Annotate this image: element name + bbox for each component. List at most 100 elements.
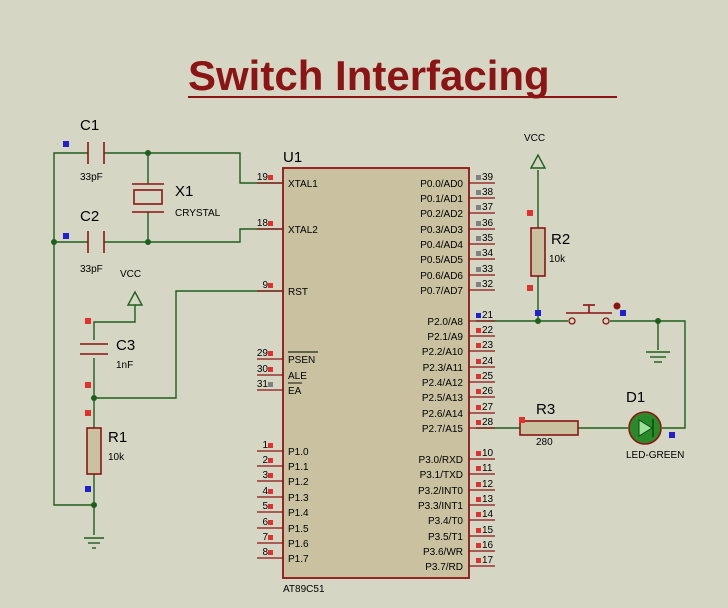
pin-number: 38 <box>482 187 494 198</box>
pin-number: 12 <box>482 479 494 490</box>
u1-pin-3[interactable]: 3P1.2 <box>257 470 309 488</box>
pin-label: P1.3 <box>288 493 309 504</box>
resistor-r1[interactable]: R1 10k <box>86 427 127 475</box>
u1-pin-8[interactable]: 8P1.7 <box>257 547 309 565</box>
pin-number: 31 <box>257 379 269 390</box>
pin-label: P3.4/T0 <box>428 516 463 527</box>
pin-number: 29 <box>257 348 269 359</box>
pin-label: P3.6/WR <box>423 547 463 558</box>
svg-text:D1: D1 <box>626 389 645 406</box>
svg-text:C3: C3 <box>116 337 135 354</box>
crystal-x1[interactable]: X1 CRYSTAL <box>132 183 221 219</box>
pin-label: P0.5/AD5 <box>420 255 463 266</box>
pin-number: 25 <box>482 371 494 382</box>
pin-number: 16 <box>482 540 494 551</box>
led-d1[interactable]: D1 LED-GREEN <box>626 389 684 461</box>
capacitor-c1[interactable]: C1 33pF <box>80 117 105 183</box>
pin-number: 27 <box>482 402 494 413</box>
pin-number: 10 <box>482 448 494 459</box>
pin-number: 33 <box>482 264 494 275</box>
pin-label: P2.4/A12 <box>422 378 464 389</box>
pin-label: RST <box>288 287 308 298</box>
u1-pin-2[interactable]: 2P1.1 <box>257 455 309 473</box>
pin-number: 32 <box>482 279 494 290</box>
svg-text:CRYSTAL: CRYSTAL <box>175 208 221 219</box>
pin-label: P0.6/AD6 <box>420 271 463 282</box>
pin-number: 2 <box>262 455 268 466</box>
resistor-r2[interactable]: R2 10k <box>530 227 570 277</box>
u1-pin-5[interactable]: 5P1.4 <box>257 501 309 519</box>
pin-label: EA <box>288 386 302 397</box>
page-title: Switch Interfacing <box>188 52 550 99</box>
microcontroller-u1[interactable]: U1 AT89C51 <box>282 149 470 595</box>
left-pins: 19XTAL118XTAL29RST29PSEN30ALE31EA1P1.02P… <box>257 172 318 565</box>
pin-number: 15 <box>482 525 494 536</box>
pin-number: 28 <box>482 417 494 428</box>
svg-text:R1: R1 <box>108 429 127 446</box>
pin-label: P3.3/INT1 <box>418 501 463 512</box>
pin-label: P0.1/AD1 <box>420 194 463 205</box>
pin-number: 30 <box>257 364 269 375</box>
u1-pin-7[interactable]: 7P1.6 <box>257 532 309 550</box>
capacitor-c3[interactable]: C3 1nF <box>80 337 135 371</box>
pin-label: P2.3/A11 <box>423 363 464 374</box>
pin-markers <box>63 141 675 492</box>
vcc-right: VCC <box>524 133 547 169</box>
pin-number: 7 <box>262 532 268 543</box>
pin-number: 36 <box>482 218 494 229</box>
svg-text:C1: C1 <box>80 117 99 134</box>
pin-label: P3.0/RXD <box>419 455 463 466</box>
pin-label: P3.2/INT0 <box>418 486 463 497</box>
svg-text:LED-GREEN: LED-GREEN <box>626 450 684 461</box>
pin-label: P1.0 <box>288 447 309 458</box>
u1-pin-6[interactable]: 6P1.5 <box>257 517 309 535</box>
resistor-r3[interactable]: R3 280 <box>519 401 579 448</box>
capacitor-c2[interactable]: C2 33pF <box>80 208 105 275</box>
ground-right <box>646 351 670 363</box>
pin-label: P0.7/AD7 <box>420 286 463 297</box>
pin-label: P2.7/A15 <box>422 424 464 435</box>
u1-pin-4[interactable]: 4P1.3 <box>257 486 309 504</box>
pin-label: P1.1 <box>288 462 309 473</box>
push-button-switch[interactable] <box>566 302 621 325</box>
pin-label: XTAL1 <box>288 179 318 190</box>
svg-text:10k: 10k <box>549 254 566 265</box>
svg-text:R2: R2 <box>551 231 570 248</box>
u1-pin-1[interactable]: 1P1.0 <box>257 440 309 458</box>
svg-text:280: 280 <box>536 437 553 448</box>
pin-label: P0.4/AD4 <box>420 240 463 251</box>
ground-left <box>84 537 104 549</box>
pin-label: P3.5/T1 <box>428 532 463 543</box>
